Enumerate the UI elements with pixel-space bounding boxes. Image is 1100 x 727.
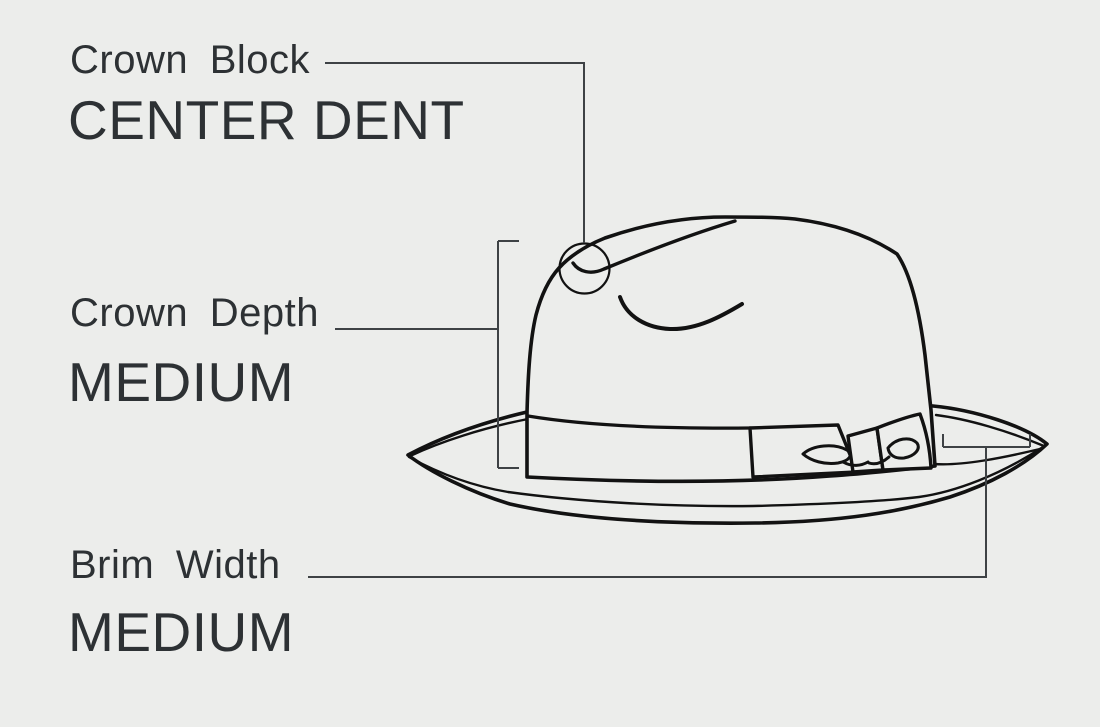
brim-width-leader-line [308,447,987,578]
brim-inner-top-right-line [934,413,1046,448]
ribbon-curl-right [867,437,920,466]
brim-width-value: MEDIUM [68,601,295,663]
crown-depth-label: Crown Depth [70,291,319,335]
brim-inner-top-left-line [408,417,530,458]
crown-depth-bracket [497,240,519,469]
bow-loop [875,412,933,472]
center-dent-crease [571,219,737,274]
brim-width-label: Brim Width [70,543,281,587]
ribbon-fold [748,423,859,479]
hat-band-top-line [526,414,752,430]
brim-width-bracket [942,434,1031,448]
center-dent-circle [558,242,611,295]
crown-block-leader-line [325,62,585,243]
brim-curl-line [932,447,1042,466]
brim-inner-bottom-line [407,445,1045,508]
side-pinch-crease [618,295,744,332]
crown-block-label: Crown Block [70,38,311,82]
ribbon-curl-left [801,444,870,467]
crown-block-value: CENTER DENT [68,89,465,151]
crown-depth-value: MEDIUM [68,351,295,413]
crown-outline [525,215,937,484]
